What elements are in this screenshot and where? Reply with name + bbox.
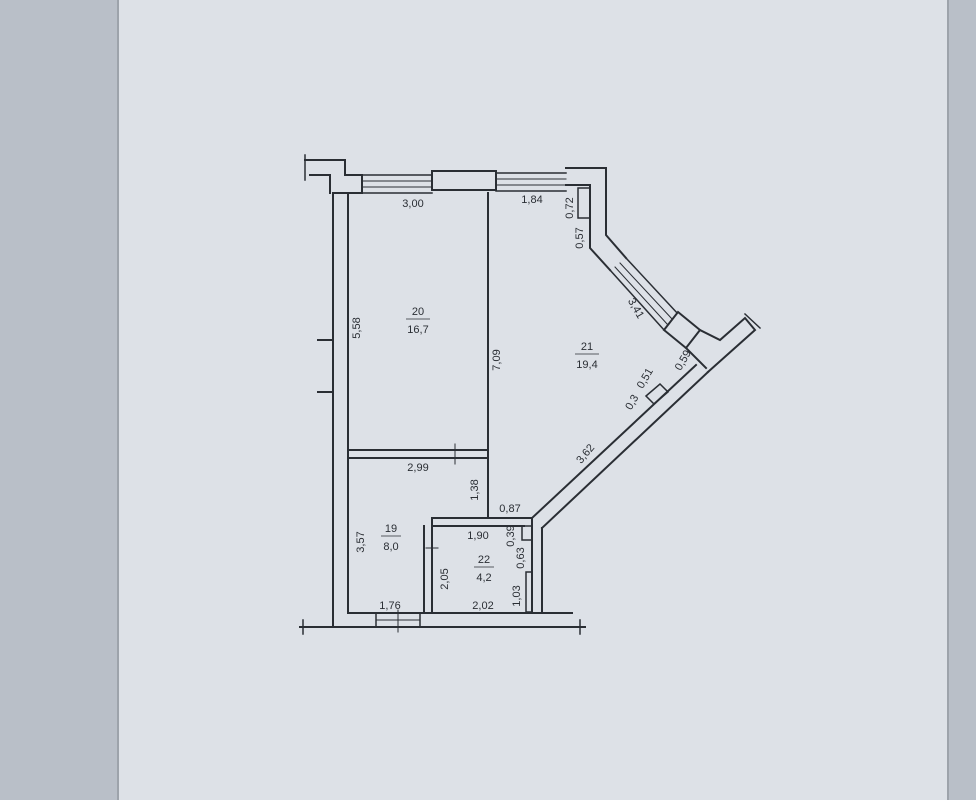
dim-partition-19-21: 1,38	[469, 479, 481, 500]
dim-partition-20-21: 7,09	[491, 349, 503, 370]
room-number: 22	[478, 554, 490, 566]
dim-room19-bottom: 1,76	[379, 600, 400, 612]
paper-sheet	[118, 0, 948, 800]
dim-room22-bottom: 2,02	[472, 600, 493, 612]
dim-top-room20: 3,00	[402, 198, 423, 210]
room-number: 20	[412, 306, 424, 318]
room-area: 19,4	[576, 359, 597, 371]
room-area: 8,0	[383, 541, 398, 553]
room-area: 16,7	[407, 324, 428, 336]
room-label-22: 22 4,2	[474, 554, 494, 584]
room-number: 21	[581, 341, 593, 353]
dim-room22-side-b: 0,63	[515, 547, 527, 568]
dim-bay-short-a: 0,72	[564, 197, 576, 218]
room-number: 19	[385, 523, 397, 535]
dim-bay-short-b: 0,57	[574, 227, 586, 248]
walls	[299, 154, 762, 635]
dim-room19-width: 2,99	[407, 462, 428, 474]
dim-top-room21: 1,84	[521, 194, 542, 206]
room-label-20: 20 16,7	[406, 306, 430, 336]
dim-room22-side-a: 0,39	[505, 525, 517, 546]
dim-room22-side-c: 1,03	[511, 585, 523, 606]
dim-left-wall: 5,58	[351, 317, 363, 338]
dim-room22-offset: 0,87	[499, 503, 520, 515]
dim-room22-height: 2,05	[439, 568, 451, 589]
dim-room22-width: 1,90	[467, 530, 488, 542]
room-label-21: 21 19,4	[575, 341, 599, 371]
room-label-19: 19 8,0	[381, 523, 401, 553]
dim-room19-height: 3,57	[355, 531, 367, 552]
room-area: 4,2	[476, 572, 491, 584]
